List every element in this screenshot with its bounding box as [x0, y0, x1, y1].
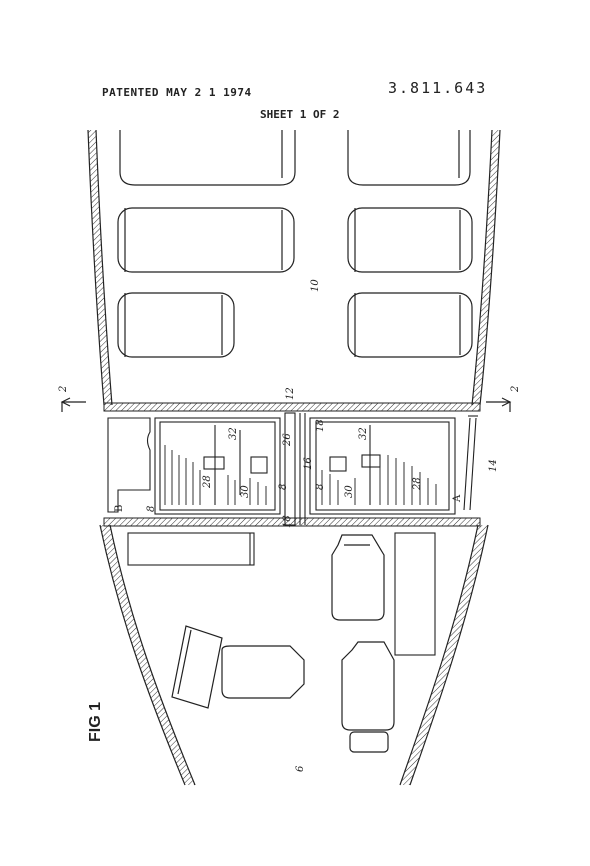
- bulkhead-lower: [103, 517, 481, 527]
- fuselage-right-hatch: [472, 130, 500, 405]
- galley-unit-left: [154, 417, 281, 515]
- patent-number: 3.811.643: [388, 79, 488, 97]
- seat: [347, 207, 473, 273]
- left-closet: [107, 417, 151, 513]
- door-panel: [463, 415, 478, 511]
- ref-16: 16: [303, 457, 314, 470]
- console-left: [127, 532, 255, 566]
- section-label-right: 2: [510, 386, 521, 393]
- section-label-left: 2: [58, 386, 69, 393]
- fuselage-left-hatch-lower: [100, 525, 195, 785]
- ref-A: A: [452, 494, 463, 503]
- seat: [347, 130, 471, 186]
- ref-8b: 8: [278, 484, 289, 490]
- ref-30a: 30: [240, 485, 251, 498]
- ref-28b: 28: [412, 477, 423, 491]
- ref-14: 14: [488, 459, 499, 472]
- console-right: [394, 532, 436, 656]
- pilot-seat-right: [331, 534, 385, 621]
- fuselage-left-hatch: [88, 130, 112, 405]
- bulkhead-upper: [103, 402, 481, 412]
- ref-30b: 30: [344, 485, 355, 498]
- ref-26: 26: [282, 433, 293, 447]
- seat: [119, 130, 296, 186]
- ref-8: 8: [146, 506, 157, 512]
- figure-label: FIG 1: [87, 702, 104, 742]
- ref-32b: 32: [358, 427, 369, 440]
- ref-6: 6: [295, 765, 306, 772]
- galley-unit-right: [309, 417, 456, 515]
- galley-bars-right: [321, 455, 437, 505]
- fuselage-right-wall: [399, 129, 501, 786]
- ref-28a: 28: [202, 475, 213, 489]
- pilot-seat-left: [221, 645, 305, 699]
- galley-bars-left: [164, 445, 267, 505]
- pilot-seat-right-2: [341, 641, 395, 753]
- ref-B: B: [114, 505, 125, 512]
- sheet-label: SHEET 1 OF 2: [260, 108, 340, 121]
- ref-10: 10: [310, 279, 321, 292]
- seat: [117, 292, 235, 358]
- center-divider: [284, 412, 306, 526]
- ref-18b: 18: [282, 515, 293, 528]
- patented-date: PATENTED MAY 2 1 1974: [102, 86, 252, 99]
- ref-32a: 32: [228, 427, 239, 440]
- ref-12: 12: [285, 387, 296, 400]
- ref-8c: 8: [315, 484, 326, 490]
- ref-18a: 18: [315, 419, 326, 432]
- section-arrow-left: [60, 397, 86, 412]
- fuselage-right-hatch-lower: [400, 525, 488, 785]
- seat: [347, 292, 473, 358]
- section-arrow-right: [486, 397, 512, 412]
- seat: [117, 207, 295, 273]
- control-box: [171, 625, 223, 709]
